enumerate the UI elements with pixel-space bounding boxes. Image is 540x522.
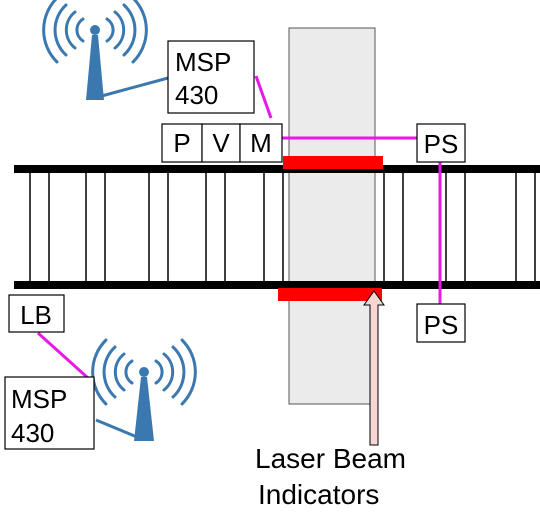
p-box	[161, 123, 203, 163]
wifi-antenna-icon	[42, 0, 169, 100]
track-tie	[383, 170, 404, 285]
msp430-bottom-box: MSP 430	[4, 376, 95, 450]
ps-bottom-box: PS	[416, 303, 466, 343]
wifi-antenna-icon	[91, 338, 197, 441]
track-tie	[148, 170, 169, 285]
track-tie	[85, 170, 106, 285]
p-label: P	[173, 128, 190, 158]
top-rail	[14, 165, 540, 173]
track-tie	[29, 170, 50, 285]
track-ties	[29, 170, 536, 285]
ps-bottom-label: PS	[424, 310, 459, 340]
laser-indicator-top	[283, 156, 383, 169]
msp-bottom-label-line2: 430	[11, 418, 54, 448]
msp-top-label-line2: 430	[175, 80, 218, 110]
laser-pointer-arrow	[363, 290, 385, 446]
lb-box: LB	[8, 294, 65, 333]
track-tie	[445, 170, 466, 285]
m-label: M	[250, 128, 272, 158]
ps-top-label: PS	[424, 129, 459, 159]
msp430-top-box: MSP 430	[167, 40, 255, 114]
wire-lb-to-msp	[36, 331, 90, 380]
laser-caption-line1: Laser Beam	[255, 443, 406, 474]
laser-caption-line2: Indicators	[258, 479, 379, 510]
sensor-pillar	[288, 27, 376, 405]
wires	[36, 75, 442, 380]
bottom-rail	[14, 281, 540, 289]
ps-top-box: PS	[416, 123, 466, 163]
msp-top-label-line1: MSP	[175, 47, 231, 77]
v-label: V	[212, 128, 230, 158]
laser-indicator-bottom	[278, 288, 382, 301]
track-tie	[205, 170, 226, 285]
v-box	[201, 123, 241, 163]
m-box	[239, 123, 283, 163]
track-tie	[515, 170, 536, 285]
lb-label: LB	[20, 300, 52, 330]
msp-bottom-label-line1: MSP	[11, 384, 67, 414]
pvm-sensor-group: P V M	[161, 123, 283, 163]
wire-msp-to-m	[254, 75, 273, 119]
track-tie	[263, 170, 284, 285]
